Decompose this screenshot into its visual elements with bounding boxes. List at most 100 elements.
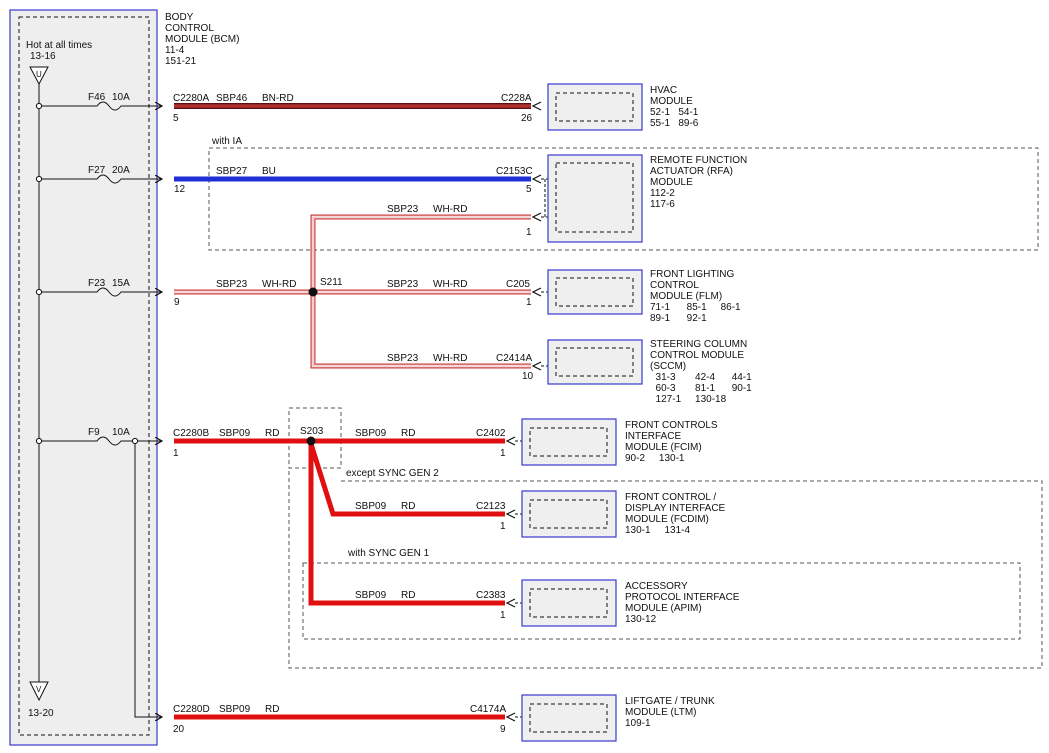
svg-text:FRONT LIGHTING: FRONT LIGHTING [650,269,734,280]
fcim-module-label: FRONT CONTROLS INTERFACE MODULE (FCIM) 9… [625,420,718,464]
sbp23-sccm-circuit: SBP23 [387,353,419,364]
c205-pin: 1 [526,297,532,308]
fuse-f46-amp: 10A [112,92,130,103]
c228a-connector: C228A [501,93,532,104]
with-ia-label: with IA [211,136,242,147]
fuse-f46: F46 10A [35,92,162,111]
c2280b-connector: C2280B [173,428,209,439]
bcm-title-line-3: MODULE (BCM) [165,34,239,45]
fuse-f9-name: F9 [88,427,100,438]
svg-text:INTERFACE: INTERFACE [625,431,681,442]
c2383-connector: C2383 [476,590,506,601]
fcdim-module-label: FRONT CONTROL / DISPLAY INTERFACE MODULE… [625,492,726,536]
splice-s203-label: S203 [300,426,324,437]
c228a-pin: 26 [521,113,533,124]
hvac-module-label: HVAC MODULE 52-1 54-1 55-1 89-6 [650,85,699,129]
sbp23-flm-color: WH-RD [433,279,467,290]
sbp23-rfa-circuit: SBP23 [387,204,419,215]
sbp09-fcim-circuit: SBP09 [355,428,387,439]
svg-text:PROTOCOL INTERFACE: PROTOCOL INTERFACE [625,592,740,603]
bcm-title-line-5: 151-21 [165,56,197,67]
svg-text:(SCCM): (SCCM) [650,361,686,372]
svg-text:CONTROL: CONTROL [650,280,699,291]
apim-module-label: ACCESSORY PROTOCOL INTERFACE MODULE (API… [625,581,740,625]
svg-text:ACCESSORY: ACCESSORY [625,581,688,592]
c2280d-pin: 20 [173,724,185,735]
svg-text:117-6: 117-6 [650,199,675,210]
fuse-f46-name: F46 [88,92,106,103]
c2414a-pin: 10 [522,371,534,382]
svg-text:71-1 85-1 86-1: 71-1 85-1 86-1 [650,302,741,313]
svg-text:109-1: 109-1 [625,718,651,729]
c4174a-connector: C4174A [470,704,506,715]
svg-text:52-1 54-1: 52-1 54-1 [650,107,699,118]
svg-text:MODULE: MODULE [650,177,693,188]
svg-text:V: V [36,685,42,694]
bcm-title: BODY CONTROL MODULE (BCM) 11-4 151-21 [165,12,239,67]
svg-text:REMOTE FUNCTION: REMOTE FUNCTION [650,155,747,166]
svg-text:ACTUATOR (RFA): ACTUATOR (RFA) [650,166,733,177]
fuse-f23-name: F23 [88,278,106,289]
sbp27-color: BU [262,166,276,177]
svg-text:MODULE (APIM): MODULE (APIM) [625,603,702,614]
sbp23-bcm-circuit: SBP23 [216,279,248,290]
hot-at-all-times-label: Hot at all times [26,40,92,51]
sbp23-sccm-color: WH-RD [433,353,467,364]
svg-text:31-3 42-4 44-1: 31-3 42-4 44-1 [650,372,752,383]
svg-text:90-2 130-1: 90-2 130-1 [625,453,685,464]
sbp09-bcm-circuit: SBP09 [219,428,251,439]
c2402-pin: 1 [500,448,506,459]
svg-text:MODULE (LTM): MODULE (LTM) [625,707,696,718]
rfa-module-label: REMOTE FUNCTION ACTUATOR (RFA) MODULE 11… [650,155,747,210]
bcm-title-line-1: BODY [165,12,194,23]
c2414a-connector: C2414A [496,353,532,364]
ground-ref-label: 13-20 [28,708,54,719]
sbp09-apim-circuit: SBP09 [355,590,387,601]
svg-text:HVAC: HVAC [650,85,677,96]
apim-module-box [521,579,617,627]
hvac-module-box [547,83,643,131]
svg-text:MODULE (FCDIM): MODULE (FCDIM) [625,514,709,525]
svg-text:U: U [36,70,42,79]
sbp09-bcm-color: RD [265,428,279,439]
with-sync-option-box [302,562,1021,640]
sbp46-color: BN-RD [262,93,294,104]
hot-ref-label: 13-16 [30,51,56,62]
c4174a-pin: 9 [500,724,506,735]
fuse-f27: F27 20A [35,165,162,184]
sbp09-fcim-color: RD [401,428,415,439]
c2383-pin: 1 [500,610,506,621]
sbp27-bcm-pin: 12 [174,184,186,195]
with-ia-option-box [208,147,1039,251]
svg-text:FRONT CONTROLS: FRONT CONTROLS [625,420,718,431]
splice-s211-label: S211 [320,277,343,288]
svg-text:STEERING COLUMN: STEERING COLUMN [650,339,747,350]
c2280a-connector: C2280A [173,93,209,104]
wire-sbp23-network [174,214,531,369]
fcdim-module-box [521,490,617,538]
c2153c-connector: C2153C [496,166,533,177]
splice-s203-dot [306,436,316,446]
fuse-f9-amp: 10A [112,427,130,438]
except-sync-label: except SYNC GEN 2 [346,468,439,479]
wire-sbp09-network [174,438,505,720]
c2402-connector: C2402 [476,428,506,439]
sbp09-fcdim-circuit: SBP09 [355,501,387,512]
svg-text:55-1 89-6: 55-1 89-6 [650,118,699,129]
with-sync-label: with SYNC GEN 1 [347,548,430,559]
fuse-f9: F9 10A [35,427,162,717]
c205-connector: C205 [506,279,530,290]
c2280b-pin: 1 [173,448,179,459]
sbp09-fcdim-color: RD [401,501,415,512]
bcm-title-line-2: CONTROL [165,23,214,34]
sbp23-rfa-color: WH-RD [433,204,467,215]
svg-text:60-3 81-1 90-1: 60-3 81-1 90-1 [650,383,752,394]
svg-text:MODULE: MODULE [650,96,693,107]
svg-text:MODULE (FCIM): MODULE (FCIM) [625,442,702,453]
ltm-module-label: LIFTGATE / TRUNK MODULE (LTM) 109-1 [625,696,715,729]
sbp23-flm-circuit: SBP23 [387,279,419,290]
power-source-icon: U [29,66,49,86]
sbp09-apim-color: RD [401,590,415,601]
sbp09-ltm-circuit: SBP09 [219,704,251,715]
svg-text:130-12: 130-12 [625,614,657,625]
